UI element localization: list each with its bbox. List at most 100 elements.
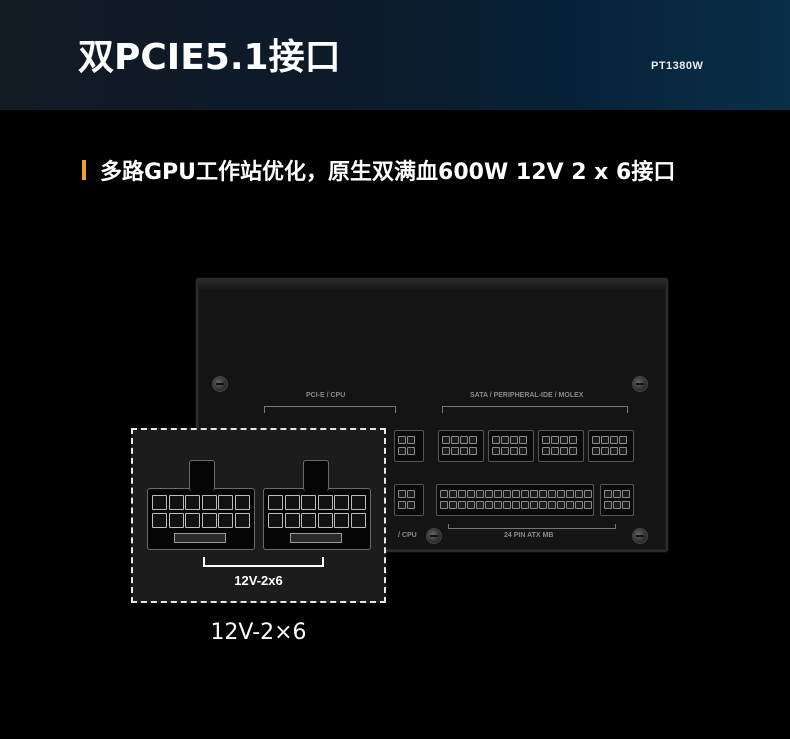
connector-pin (619, 436, 627, 444)
connector-pin (442, 436, 450, 444)
connector-pin (492, 447, 500, 455)
connector-pin (566, 490, 574, 498)
connector-pin (218, 513, 233, 528)
connector-pin (492, 436, 500, 444)
connector-pin (539, 501, 547, 509)
connector-pin (460, 447, 468, 455)
zoom-label: 12V-2x6 (234, 573, 283, 588)
connector-pin (557, 490, 565, 498)
connector-pin (398, 436, 406, 444)
connector-pin (485, 501, 493, 509)
connector-pin (467, 490, 475, 498)
connector-pin (407, 501, 415, 509)
connector-pin (201, 495, 217, 510)
connector-pin (234, 513, 250, 528)
connector (600, 484, 634, 516)
connector-pin (485, 490, 493, 498)
sense-pin-row (290, 533, 342, 543)
connector-pin (622, 490, 630, 498)
connector-pin (494, 490, 502, 498)
atx-24pin-connector (436, 484, 594, 516)
connector-pin (398, 490, 406, 498)
zoom-inset: 12V-2x6 (131, 428, 386, 603)
page-title: 双PCIE5.1接口 (78, 37, 341, 78)
psu-top-edge (198, 280, 666, 290)
connector-pin (449, 490, 457, 498)
connector (588, 430, 634, 462)
connector-pin (592, 447, 600, 455)
connector-pin (234, 495, 250, 510)
connector-pin (168, 513, 184, 528)
connector-pin (530, 501, 538, 509)
pcie-cpu-label: PCI-E / CPU (306, 392, 346, 399)
connector-pin (458, 490, 466, 498)
12v-2x6-connector-left (147, 488, 255, 550)
connector-pin (557, 501, 565, 509)
connector-pin (604, 501, 612, 509)
connector-pin (469, 436, 477, 444)
connector (488, 430, 534, 462)
atx-bracket (448, 524, 616, 529)
connector (538, 430, 584, 462)
connector-pin (601, 436, 609, 444)
sata-bracket (442, 406, 628, 413)
connector-pin (469, 447, 477, 455)
connector-pin (201, 513, 217, 528)
connector-pin (451, 447, 459, 455)
connector-pin (317, 513, 333, 528)
connector-pin (458, 501, 466, 509)
connector-pin (539, 490, 547, 498)
connector-pin (530, 490, 538, 498)
connector-pin (512, 501, 520, 509)
connector-pin (610, 436, 618, 444)
connector-pin (548, 501, 556, 509)
connector-pin (519, 447, 527, 455)
connector-pin (476, 490, 484, 498)
connector-pin (152, 513, 167, 528)
connector-pin (449, 501, 457, 509)
connector-pin (592, 436, 600, 444)
connector-pin (519, 436, 527, 444)
connector-pin (575, 501, 583, 509)
connector-pin (284, 495, 300, 510)
connector-pin (460, 436, 468, 444)
header-banner: 双PCIE5.1接口 PT1380W (0, 0, 790, 110)
sata-label: SATA / PERIPHERAL-IDE / MOLEX (470, 392, 584, 399)
connector-pin (584, 490, 592, 498)
connector-pin (510, 447, 518, 455)
connector-pin (613, 501, 621, 509)
connector-pin (350, 495, 366, 510)
connector-pin (467, 501, 475, 509)
connector-pin (407, 490, 415, 498)
pcie-bracket (264, 406, 396, 413)
connector-pin (440, 501, 448, 509)
accent-bar (82, 160, 86, 180)
connector-pin (218, 495, 233, 510)
connector-pin (503, 490, 511, 498)
12v-2x6-connector-right (263, 488, 371, 550)
model-number: PT1380W (651, 60, 704, 72)
cpu-partial-label: / CPU (398, 532, 417, 539)
connector-pin (521, 501, 529, 509)
connector-pin (501, 447, 509, 455)
connector-pin (560, 436, 568, 444)
connector-pin (334, 513, 349, 528)
connector-pin (613, 490, 621, 498)
screw-icon (632, 376, 648, 392)
subtitle-row: 多路GPU工作站优化，原生双满血600W 12V 2 x 6接口 (82, 155, 675, 185)
connector-pin (451, 436, 459, 444)
connector-latch (303, 460, 329, 491)
connector-pin (476, 501, 484, 509)
subtitle-text: 多路GPU工作站优化，原生双满血600W 12V 2 x 6接口 (100, 160, 676, 185)
connector-pin (610, 447, 618, 455)
zoom-bracket (203, 557, 324, 567)
connector-pin (398, 501, 406, 509)
connector-pin (619, 447, 627, 455)
connector-pin (575, 490, 583, 498)
connector-pin (494, 501, 502, 509)
connector-pin (350, 513, 366, 528)
connector-pin (551, 447, 559, 455)
connector-pin (407, 447, 415, 455)
screw-icon (212, 376, 228, 392)
connector-pin (407, 436, 415, 444)
